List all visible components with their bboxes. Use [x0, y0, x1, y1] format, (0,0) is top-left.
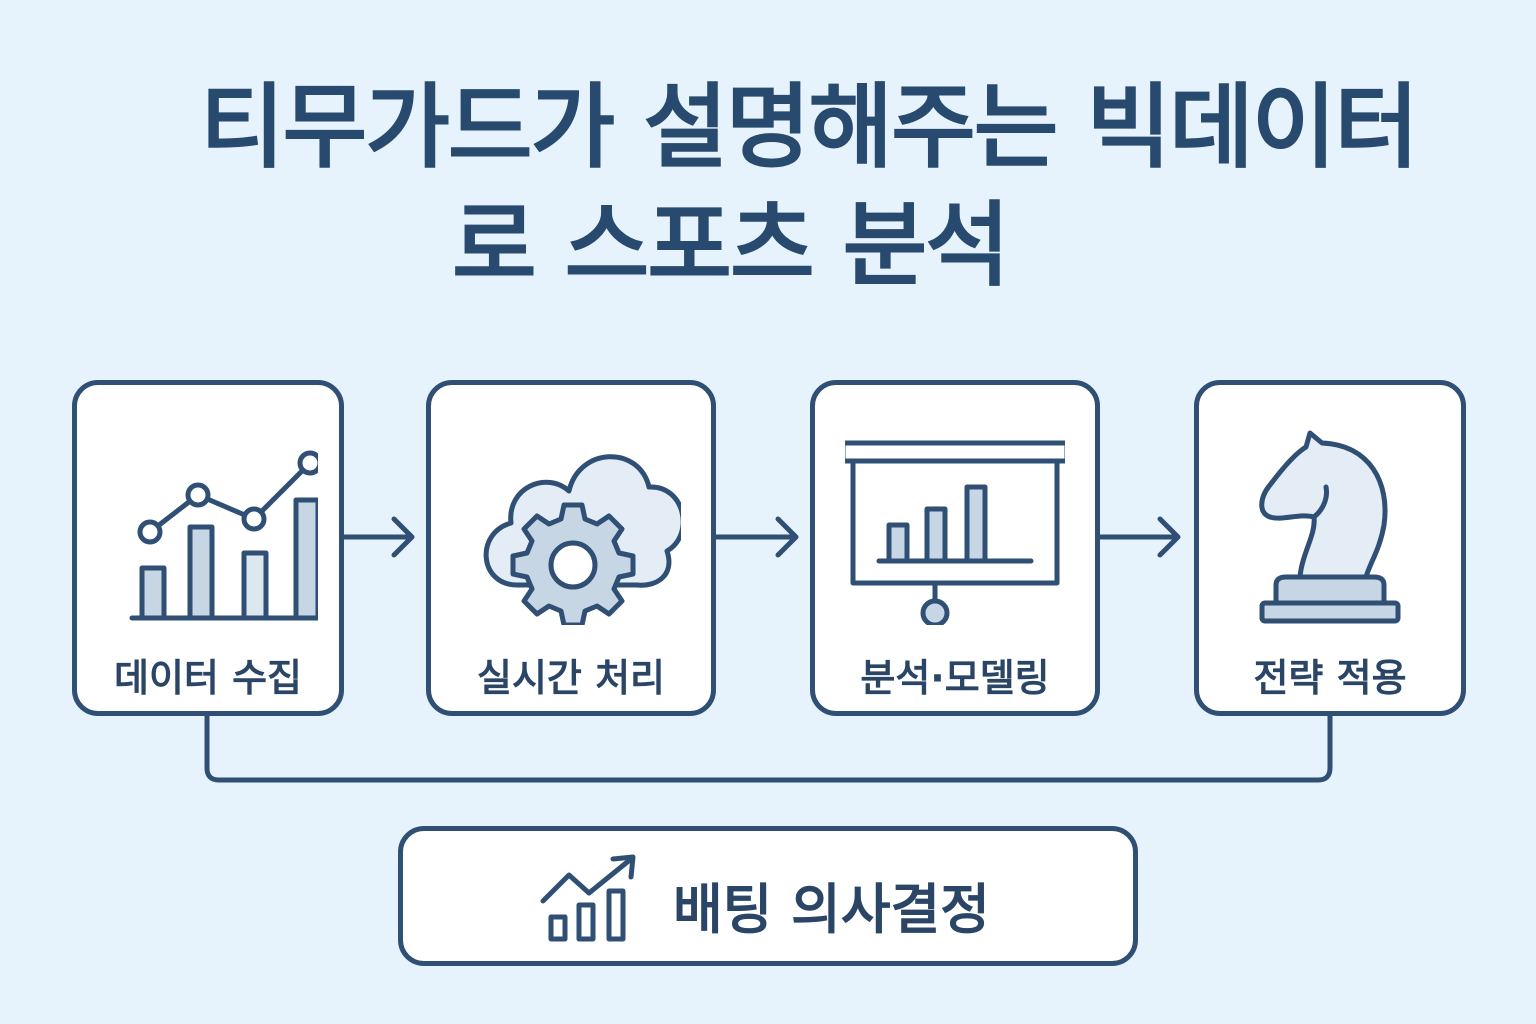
step-label: 전략 적용	[1253, 656, 1407, 700]
presentation-board-icon	[845, 440, 1065, 625]
arrow-right-icon	[1097, 516, 1181, 558]
cloud-gear-icon	[483, 454, 681, 625]
step-strategy-application: 전략 적용	[1194, 380, 1466, 716]
step-analysis-modeling: 분석·모델링	[810, 380, 1100, 716]
betting-decision-box: 배팅 의사결정	[398, 826, 1138, 966]
step-label: 분석·모델링	[860, 656, 1050, 700]
step-data-collection: 데이터 수집	[72, 380, 344, 716]
title-line-1: 티무가드가 설명해주는 빅데이터	[200, 74, 1419, 181]
bar-line-chart-icon	[129, 450, 318, 621]
arrow-right-icon	[713, 516, 799, 558]
step-label: 데이터 수집	[113, 656, 303, 700]
feedback-loop-line	[204, 713, 1333, 783]
title-line-2: 로 스포츠 분석	[452, 192, 1010, 299]
step-label: 실시간 처리	[476, 656, 666, 700]
chess-knight-icon	[1259, 430, 1401, 624]
decision-label: 배팅 의사결정	[673, 878, 990, 941]
step-realtime-processing: 실시간 처리	[426, 380, 716, 716]
trend-up-chart-icon	[540, 854, 636, 942]
arrow-right-icon	[341, 516, 415, 558]
